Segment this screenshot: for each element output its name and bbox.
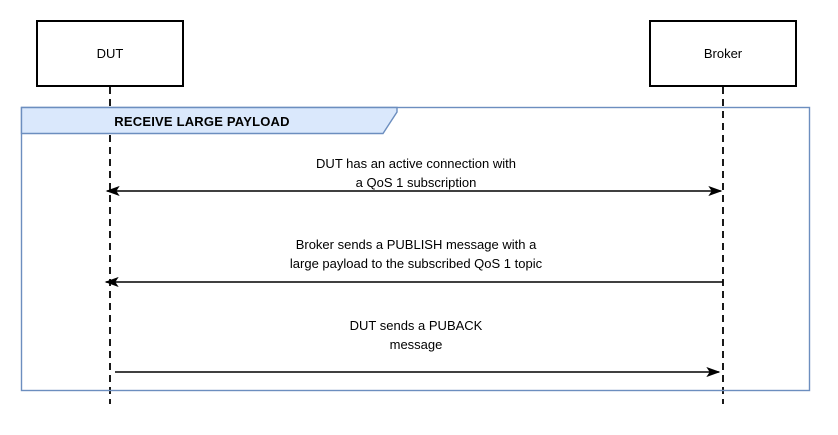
message-line: a QoS 1 subscription — [355, 174, 477, 190]
message-label-publish: Broker sends a PUBLISH message with a la… — [290, 236, 542, 273]
actor-box-broker: Broker — [649, 20, 797, 87]
fragment-label-tab — [20, 106, 398, 135]
message-line: DUT sends a PUBACK — [349, 318, 483, 333]
fragment-title-text: RECEIVE LARGE PAYLOAD — [114, 113, 290, 129]
fragment-title: RECEIVE LARGE PAYLOAD — [22, 108, 382, 134]
fragment-frame — [20, 106, 811, 392]
message-line: message — [389, 336, 443, 352]
actor-label-broker: Broker — [703, 46, 743, 61]
message-label-connection: DUT has an active connection with a QoS … — [316, 155, 516, 192]
message-line: DUT has an active connection with — [316, 156, 516, 171]
actor-box-dut: DUT — [36, 20, 184, 87]
actor-label-dut: DUT — [96, 46, 124, 61]
message-line: Broker sends a PUBLISH message with a — [295, 237, 537, 252]
message-label-puback: DUT sends a PUBACK message — [350, 317, 483, 354]
message-line: large payload to the subscribed QoS 1 to… — [289, 255, 543, 271]
